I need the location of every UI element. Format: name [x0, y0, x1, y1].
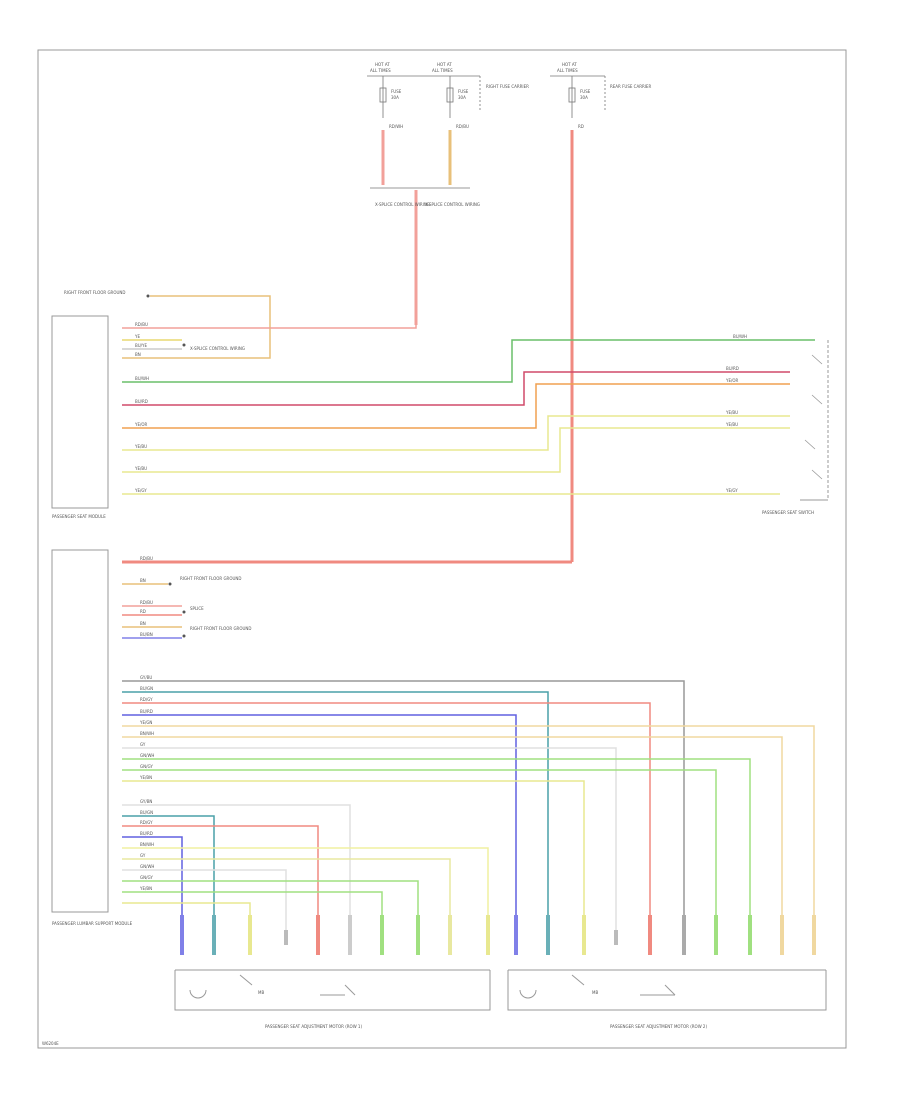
- lower-a-pin-4: RD: [140, 609, 146, 614]
- motor-left-label: PASSENGER SEAT ADJUSTMENT MOTOR (ROW 1): [265, 1024, 362, 1029]
- switch-pin-6: YE/GY: [725, 488, 738, 493]
- upper-pin-1: RD/BU: [135, 322, 148, 327]
- fuse-1-name: FUSE: [391, 89, 402, 94]
- upper-pin-5: BU/WH: [135, 376, 149, 381]
- switch-pin-1: BU/WH: [733, 334, 747, 339]
- splice-2-label: X-SPLICE CONTROL WIRING: [425, 202, 480, 207]
- fuse-3-name: FUSE: [580, 89, 591, 94]
- lumbar-module-label: PASSENGER LUMBAR SUPPORT MODULE: [52, 921, 133, 926]
- fuse-group-1: HOT AT ALL TIMES FUSE 30A RD/WH: [367, 62, 403, 129]
- lower-c-pin-7: GY: [140, 742, 146, 747]
- lower-b-pin-2: BU/GN: [140, 810, 153, 815]
- lower-c-pin-3: RD/GY: [140, 697, 153, 702]
- fuse-1-amp: 30A: [391, 95, 399, 100]
- lower-pin-labels-c: GY/BU BU/GN RD/GY BU/RD YE/GN BN/WH GY G…: [139, 675, 154, 780]
- switch-pin-5: YE/BU: [725, 422, 738, 427]
- fuse-2-amp: 30A: [458, 95, 466, 100]
- lower-pin-labels-b: GY/BN BU/GN RD/GY BU/RD BN/WH GY GN/WH G…: [139, 799, 154, 891]
- lower-c-pin-6: BN/WH: [140, 731, 154, 736]
- fuse-3-amp: 30A: [580, 95, 588, 100]
- lower-a-pin-5: BN: [140, 621, 146, 626]
- upper-pin-7: YE/OR: [134, 422, 147, 427]
- upper-pin-10: YE/GY: [134, 488, 147, 493]
- lower-wires-c: [122, 680, 815, 930]
- lower-c-pin-10: YE/BN: [139, 775, 152, 780]
- switch-pin-2: BU/RD: [726, 366, 739, 371]
- ground-mid2-label: RIGHT FRONT FLOOR GROUND: [190, 626, 251, 631]
- splice-mid1-label: SPLICE: [190, 606, 204, 611]
- footer-code: W6204E: [42, 1041, 59, 1046]
- lower-b-pin-9: YE/BN: [139, 886, 152, 891]
- fuse-1-label1: HOT AT: [375, 62, 390, 67]
- diagram-border: [37, 49, 847, 1049]
- lower-b-pin-3: RD/GY: [140, 820, 153, 825]
- seat-module-box: [51, 315, 109, 509]
- motor-right: [507, 969, 827, 1011]
- lower-pin-labels-a: RD/BU BN RD/BU RD BN BU/BN: [140, 556, 153, 637]
- motor-connector-stubs: [180, 915, 816, 955]
- fuse-2-label1: HOT AT: [437, 62, 452, 67]
- top-wires: [370, 130, 574, 562]
- upper-pin-labels: RD/BU YE BU/YE BN BU/WH BU/RD YE/OR YE/B…: [134, 322, 149, 493]
- lower-c-pin-4: BU/RD: [140, 709, 153, 714]
- motor-right-mb: MB: [592, 990, 598, 995]
- lower-b-pin-5: BN/WH: [140, 842, 154, 847]
- lower-b-pin-8: GN/GY: [140, 875, 153, 880]
- lumbar-module-box: [51, 549, 109, 913]
- lower-a-pin-3: RD/BU: [140, 600, 153, 605]
- fuse-3-wire-label: RD: [578, 124, 584, 129]
- lower-a-pin-6: BU/BN: [140, 632, 153, 637]
- fuse-1-label2: ALL TIMES: [370, 68, 391, 73]
- motor-left: [174, 969, 491, 1011]
- fuse-box-2-label: REAR FUSE CARRIER: [610, 84, 651, 89]
- upper-wires: [122, 295, 815, 495]
- lower-b-pin-7: GN/WH: [140, 864, 154, 869]
- upper-pin-8: YE/BU: [134, 444, 147, 449]
- lower-wires-b: [122, 804, 489, 930]
- upper-pin-9: YE/BU: [134, 466, 147, 471]
- splice-mid-label: X-SPLICE CONTROL WIRING: [190, 346, 245, 351]
- fuse-box-1-label: RIGHT FUSE CARRIER: [486, 84, 529, 89]
- fuse-1-wire-label: RD/WH: [389, 124, 403, 129]
- fuse-2-label2: ALL TIMES: [432, 68, 453, 73]
- ground-mid1-label: RIGHT FRONT FLOOR GROUND: [180, 576, 241, 581]
- motor-left-mb: MB: [258, 990, 264, 995]
- seat-switch: BU/WH BU/RD YE/OR YE/BU YE/BU YE/GY PASS…: [725, 334, 829, 515]
- ground-top-label: RIGHT FRONT FLOOR GROUND: [64, 290, 125, 295]
- motor-right-label: PASSENGER SEAT ADJUSTMENT MOTOR (ROW 2): [610, 1024, 707, 1029]
- lower-wires-a: [122, 560, 572, 639]
- fuse-2-wire-label: RD/BU: [456, 124, 469, 129]
- fuse-3-label2: ALL TIMES: [557, 68, 578, 73]
- upper-pin-4: BN: [135, 352, 141, 357]
- seat-switch-label: PASSENGER SEAT SWITCH: [762, 510, 814, 515]
- upper-pin-3: BU/YE: [135, 343, 147, 348]
- lower-c-pin-2: BU/GN: [140, 686, 153, 691]
- upper-pin-2: YE: [134, 334, 140, 339]
- lower-a-pin-2: BN: [140, 578, 146, 583]
- lower-c-pin-5: YE/GN: [139, 720, 152, 725]
- fuse-group-3: HOT AT ALL TIMES FUSE 30A REAR FUSE CARR…: [550, 62, 651, 129]
- seat-module-label: PASSENGER SEAT MODULE: [52, 514, 106, 519]
- lower-c-pin-9: GN/GY: [140, 764, 153, 769]
- fuse-3-label1: HOT AT: [562, 62, 577, 67]
- lower-c-pin-8: GN/WH: [140, 753, 154, 758]
- switch-pin-3: YE/OR: [725, 378, 738, 383]
- lower-b-pin-6: GY: [140, 853, 146, 858]
- upper-pin-6: BU/RD: [135, 399, 148, 404]
- splice-1-label: X-SPLICE CONTROL WIRING: [375, 202, 430, 207]
- switch-pin-4: YE/BU: [725, 410, 738, 415]
- fuse-group-2: HOT AT ALL TIMES FUSE 30A RIGHT FUSE CAR…: [400, 62, 529, 129]
- lower-a-pin-1: RD/BU: [140, 556, 153, 561]
- fuse-2-name: FUSE: [458, 89, 469, 94]
- lower-b-pin-1: GY/BN: [140, 799, 152, 804]
- lower-b-pin-4: BU/RD: [140, 831, 153, 836]
- lower-c-pin-1: GY/BU: [140, 675, 152, 680]
